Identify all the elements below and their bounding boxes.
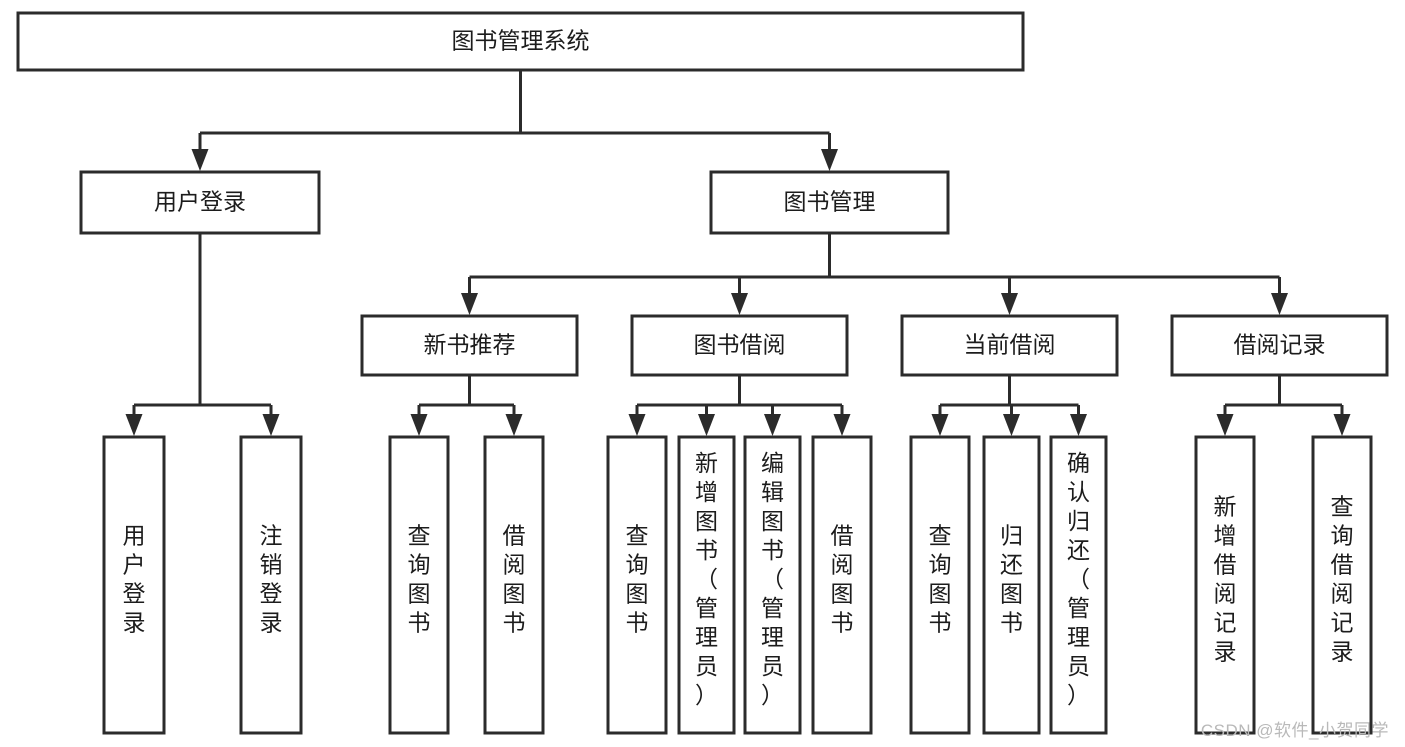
- connector-group-borrow-record: [1216, 375, 1351, 436]
- node-box-leaf-borrow-book[interactable]: [811, 435, 873, 735]
- node-label-borrow-record: 借阅记录: [1234, 332, 1326, 358]
- connector-group-current-borrow: [931, 375, 1087, 436]
- connector-layer: [125, 70, 1351, 436]
- node-label-leaf-query-book-current: 查询图书: [929, 523, 952, 636]
- node-box-leaf-query-book-rec[interactable]: [388, 435, 450, 735]
- connector-group-new-book-recommend: [410, 375, 523, 436]
- node-label-leaf-add-borrow-record: 新增借阅记录: [1214, 494, 1237, 665]
- node-borrow-record[interactable]: 借阅记录: [1170, 314, 1389, 377]
- connector-group-book-manage: [461, 233, 1288, 315]
- node-leaf-query-book-current[interactable]: 查询图书: [909, 435, 971, 735]
- node-box-book-manage[interactable]: [709, 170, 950, 235]
- node-root[interactable]: 图书管理系统: [16, 11, 1025, 72]
- node-box-leaf-borrow-book-rec[interactable]: [483, 435, 545, 735]
- node-box-leaf-add-book[interactable]: [677, 435, 736, 735]
- node-label-leaf-edit-book: 编辑图书（管理员）: [761, 450, 784, 708]
- node-new-book-recommend[interactable]: 新书推荐: [360, 314, 579, 377]
- node-box-borrow-record[interactable]: [1170, 314, 1389, 377]
- node-leaf-borrow-book-rec[interactable]: 借阅图书: [483, 435, 545, 735]
- node-label-leaf-borrow-book: 借阅图书: [831, 523, 854, 636]
- node-box-leaf-query-borrow-record[interactable]: [1311, 435, 1373, 735]
- connector-group-book-borrow: [628, 375, 851, 436]
- node-box-leaf-user-logout[interactable]: [239, 435, 303, 735]
- node-label-leaf-return-book: 归还图书: [1000, 523, 1023, 636]
- node-leaf-add-book[interactable]: 新增图书（管理员）: [677, 435, 736, 735]
- node-box-current-borrow[interactable]: [900, 314, 1119, 377]
- node-box-new-book-recommend[interactable]: [360, 314, 579, 377]
- node-box-book-borrow[interactable]: [630, 314, 849, 377]
- node-book-manage[interactable]: 图书管理: [709, 170, 950, 235]
- node-box-leaf-add-borrow-record[interactable]: [1194, 435, 1256, 735]
- node-current-borrow[interactable]: 当前借阅: [900, 314, 1119, 377]
- node-label-leaf-query-borrow-record: 查询借阅记录: [1331, 494, 1354, 665]
- node-leaf-return-book[interactable]: 归还图书: [982, 435, 1041, 735]
- node-leaf-user-login[interactable]: 用户登录: [102, 435, 166, 735]
- node-label-leaf-confirm-return: 确认归还（管理员）: [1067, 450, 1090, 708]
- node-box-leaf-user-login[interactable]: [102, 435, 166, 735]
- node-box-leaf-query-book-borrow[interactable]: [606, 435, 668, 735]
- node-label-root: 图书管理系统: [452, 28, 590, 54]
- node-user-login[interactable]: 用户登录: [79, 170, 321, 235]
- node-leaf-edit-book[interactable]: 编辑图书（管理员）: [743, 435, 802, 735]
- connector-group-root: [191, 70, 838, 171]
- node-label-leaf-user-login: 用户登录: [123, 523, 146, 636]
- node-label-leaf-user-logout: 注销登录: [260, 523, 283, 636]
- node-label-leaf-query-book-rec: 查询图书: [408, 523, 431, 636]
- node-leaf-user-logout[interactable]: 注销登录: [239, 435, 303, 735]
- node-label-leaf-query-book-borrow: 查询图书: [626, 523, 649, 636]
- node-label-leaf-borrow-book-rec: 借阅图书: [503, 523, 526, 636]
- node-label-book-borrow: 图书借阅: [694, 332, 786, 358]
- node-box-user-login[interactable]: [79, 170, 321, 235]
- node-leaf-query-book-borrow[interactable]: 查询图书: [606, 435, 668, 735]
- node-leaf-query-book-rec[interactable]: 查询图书: [388, 435, 450, 735]
- node-leaf-confirm-return[interactable]: 确认归还（管理员）: [1049, 435, 1108, 735]
- node-box-root[interactable]: [16, 11, 1025, 72]
- node-layer: 图书管理系统用户登录图书管理新书推荐图书借阅当前借阅借阅记录用户登录注销登录查询…: [16, 11, 1389, 735]
- node-box-leaf-edit-book[interactable]: [743, 435, 802, 735]
- node-label-leaf-add-book: 新增图书（管理员）: [695, 450, 718, 708]
- node-box-leaf-confirm-return[interactable]: [1049, 435, 1108, 735]
- node-box-leaf-query-book-current[interactable]: [909, 435, 971, 735]
- node-leaf-add-borrow-record[interactable]: 新增借阅记录: [1194, 435, 1256, 735]
- node-label-current-borrow: 当前借阅: [964, 332, 1056, 358]
- node-leaf-query-borrow-record[interactable]: 查询借阅记录: [1311, 435, 1373, 735]
- node-label-new-book-recommend: 新书推荐: [424, 332, 516, 358]
- connector-group-user-login: [125, 233, 280, 436]
- node-label-user-login: 用户登录: [154, 189, 246, 215]
- node-leaf-borrow-book[interactable]: 借阅图书: [811, 435, 873, 735]
- node-book-borrow[interactable]: 图书借阅: [630, 314, 849, 377]
- node-box-leaf-return-book[interactable]: [982, 435, 1041, 735]
- node-label-book-manage: 图书管理: [784, 189, 876, 215]
